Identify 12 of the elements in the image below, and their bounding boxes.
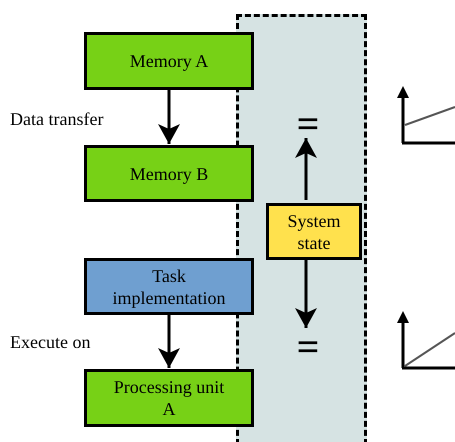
state-box: System state — [266, 203, 362, 260]
process-box: Processing unit A — [84, 369, 254, 427]
equals-sign: = — [293, 332, 323, 362]
equals-sign: = — [293, 109, 323, 139]
arrow — [295, 257, 317, 328]
dashed-region — [236, 14, 367, 442]
process-box: Memory A — [84, 32, 254, 90]
process-box: Memory B — [84, 145, 254, 202]
arrow — [295, 138, 317, 200]
arrow — [158, 90, 180, 144]
process-box: Task implementation — [84, 258, 254, 315]
arrow — [158, 315, 180, 368]
